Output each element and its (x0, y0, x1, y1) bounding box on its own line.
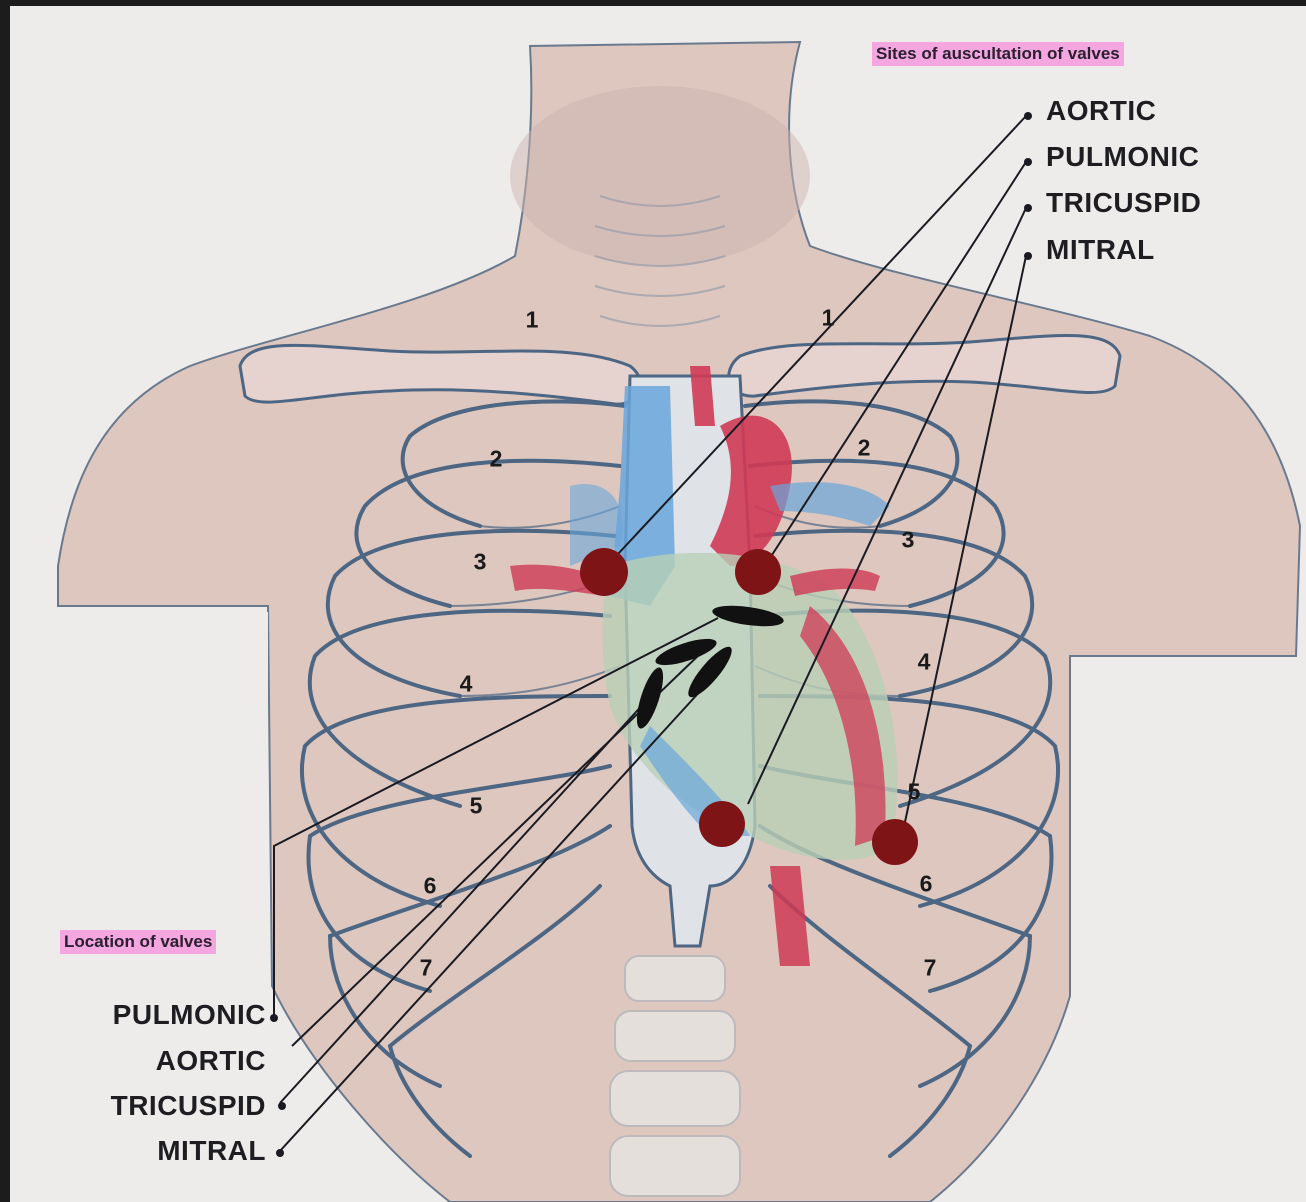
location-bullets (270, 1014, 286, 1157)
rib-number-left-1: 1 (822, 305, 835, 332)
sites-label-mitral: MITRAL (1046, 233, 1155, 267)
location-label-aortic: AORTIC (156, 1044, 266, 1078)
sites-label-aortic: AORTIC (1046, 94, 1156, 128)
rib-number-right-6: 6 (424, 873, 437, 900)
rib-number-left-2: 2 (858, 435, 871, 462)
rib-number-left-3: 3 (902, 527, 915, 554)
neck-shadow (510, 86, 810, 266)
sites-bullets (1024, 112, 1032, 260)
aortic-auscultation-dot (580, 548, 628, 596)
sites-title: Sites of auscultation of valves (872, 42, 1124, 66)
diagram-frame: Sites of auscultation of valves Location… (10, 6, 1306, 1202)
mitral-auscultation-dot (872, 819, 918, 865)
rib-number-left-5: 5 (908, 779, 921, 806)
rib-number-right-2: 2 (490, 446, 503, 473)
rib-number-left-4: 4 (918, 649, 931, 676)
rib-number-right-5: 5 (470, 793, 483, 820)
rib-number-right-1: 1 (526, 307, 539, 334)
spine (610, 956, 740, 1196)
rib-number-right-4: 4 (460, 671, 473, 698)
rib-number-right-7: 7 (420, 955, 433, 982)
blank-right (1076, 662, 1306, 1202)
location-title: Location of valves (60, 930, 216, 954)
pulmonic-auscultation-dot (735, 549, 781, 595)
sites-label-pulmonic: PULMONIC (1046, 140, 1199, 174)
location-label-pulmonic: PULMONIC (113, 998, 266, 1032)
sites-label-tricuspid: TRICUSPID (1046, 186, 1201, 220)
rib-number-left-6: 6 (920, 871, 933, 898)
tricuspid-auscultation-dot (699, 801, 745, 847)
rib-number-right-3: 3 (474, 549, 487, 576)
location-label-tricuspid: TRICUSPID (111, 1089, 266, 1123)
rib-number-left-7: 7 (924, 955, 937, 982)
location-label-mitral: MITRAL (157, 1134, 266, 1168)
